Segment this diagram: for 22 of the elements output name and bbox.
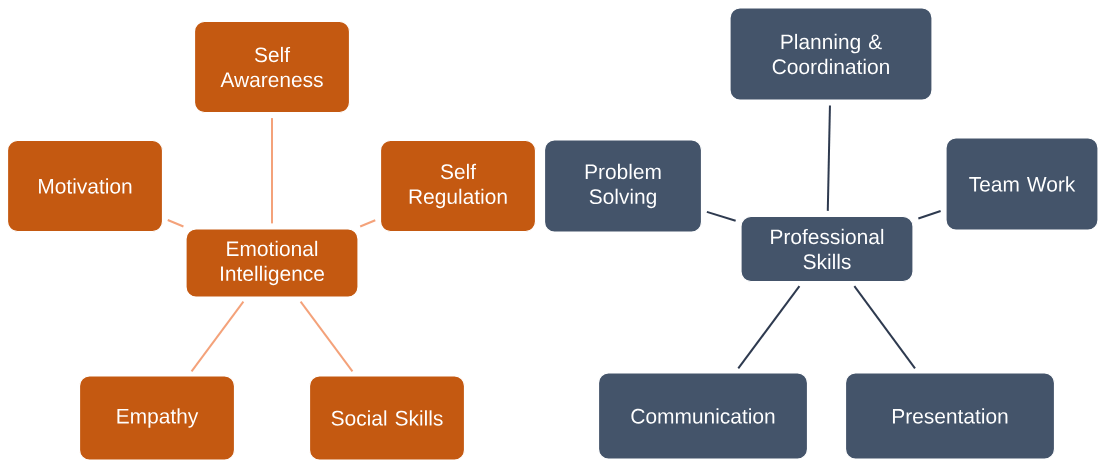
skill-box: Social Skills (308, 375, 466, 461)
hub-box: Emotional Intelligence (185, 228, 359, 298)
skill-box: Problem Solving (543, 139, 703, 233)
skill-box: Empathy (78, 375, 236, 461)
connector-line (359, 219, 377, 228)
skill-box: Team Work (945, 137, 1099, 231)
connector-line (853, 285, 916, 370)
skill-box: Self Awareness (193, 20, 351, 114)
connector-line (705, 210, 737, 222)
connector-line (271, 117, 273, 225)
hub-box: Professional Skills (740, 215, 914, 283)
connector-line (826, 104, 831, 212)
skill-box: Planning & Coordination (729, 7, 933, 101)
connector-line (299, 300, 354, 373)
skill-box: Presentation (844, 372, 1056, 460)
skill-box: Motivation (6, 139, 164, 233)
connector-line (166, 219, 185, 228)
skill-box: Self Regulation (379, 139, 537, 233)
connector-line (737, 285, 801, 370)
skill-box: Communication (597, 372, 809, 460)
connector-line (190, 300, 245, 373)
connector-line (917, 210, 942, 220)
